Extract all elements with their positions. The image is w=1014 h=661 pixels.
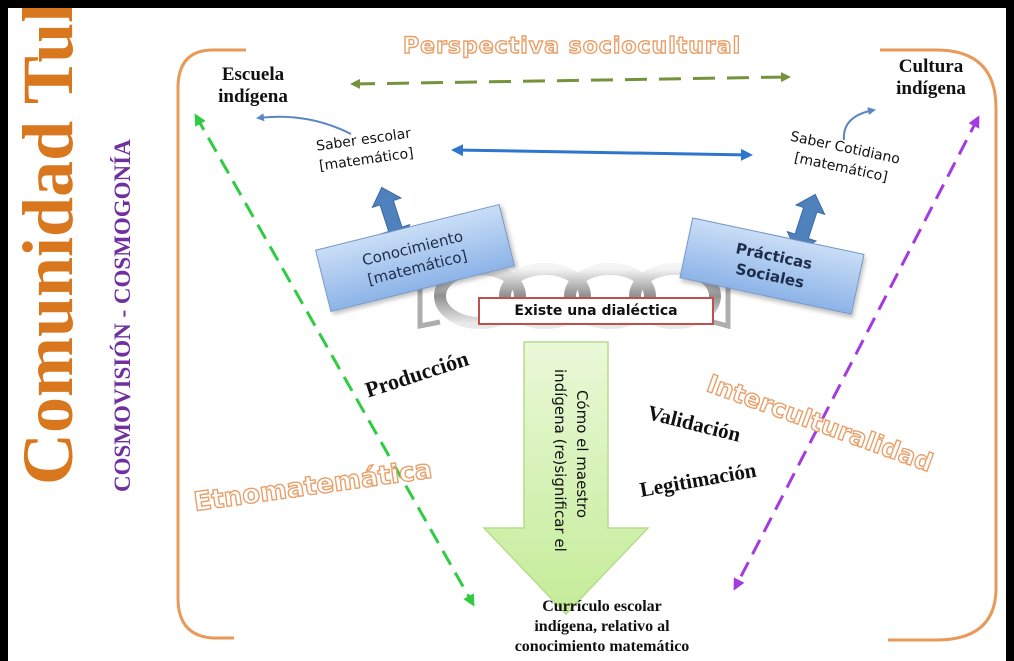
central-arrow: [482, 341, 650, 616]
diagram-canvas: Comunidad Tule COSMOVISIÓN - COSMOGONÍA …: [8, 8, 1006, 661]
sociocultural-arrow: [350, 72, 791, 89]
escuela-connector: [256, 113, 352, 135]
etnomatematica-arrow: [194, 113, 475, 607]
right-bracket: [880, 48, 998, 642]
saber-practicas-link: [786, 193, 826, 253]
subtitle: COSMOVISIÓN - COSMOGONÍA: [110, 139, 135, 492]
left-bracket: [176, 48, 246, 640]
saber-relation-arrow: [451, 144, 753, 161]
main-title: Comunidad Tule: [8, 8, 88, 485]
dialectica-box: Existe una dialéctica: [478, 297, 714, 325]
cultura-connector: [842, 107, 876, 141]
interculturalidad-arrow: [733, 115, 980, 591]
diagram-graphics: [176, 48, 998, 642]
perspectiva-sociocultural-label: Perspectiva sociocultural: [402, 33, 742, 59]
